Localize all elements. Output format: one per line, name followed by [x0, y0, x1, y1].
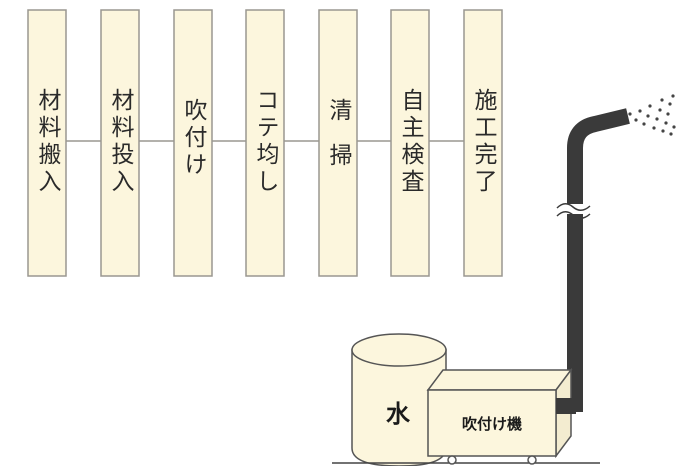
flow-step-label: 材料搬入	[34, 88, 62, 196]
flow-step-6: 自主検査	[390, 9, 430, 277]
flow-step-1: 材料搬入	[27, 9, 67, 277]
water-tank-label: 水	[386, 400, 411, 428]
spray-particles	[628, 94, 676, 136]
flow-step-5: 清掃	[318, 9, 358, 277]
flow-step-label: 吹付け	[180, 98, 208, 179]
flow-step-label: コテ均し	[252, 88, 280, 196]
water-tank: 水	[351, 333, 447, 466]
flow-step-label: 清掃	[325, 98, 353, 188]
flow-step-label: 自主検査	[397, 88, 425, 196]
flow-step-label: 材料投入	[107, 88, 135, 196]
spray-hose	[556, 108, 630, 412]
flow-step-4: コテ均し	[245, 9, 285, 277]
spraying-machine-label: 吹付け機	[462, 415, 522, 433]
flow-step-3: 吹付け	[173, 9, 213, 277]
spraying-machine: 吹付け機	[426, 367, 576, 465]
flow-step-label: 施工完了	[470, 88, 498, 196]
flow-steps: 材料搬入 材料投入 吹付け コテ均し 清掃 自主検査 施工完了	[27, 9, 503, 277]
flow-step-2: 材料投入	[100, 9, 140, 277]
flow-step-7: 施工完了	[463, 9, 503, 277]
